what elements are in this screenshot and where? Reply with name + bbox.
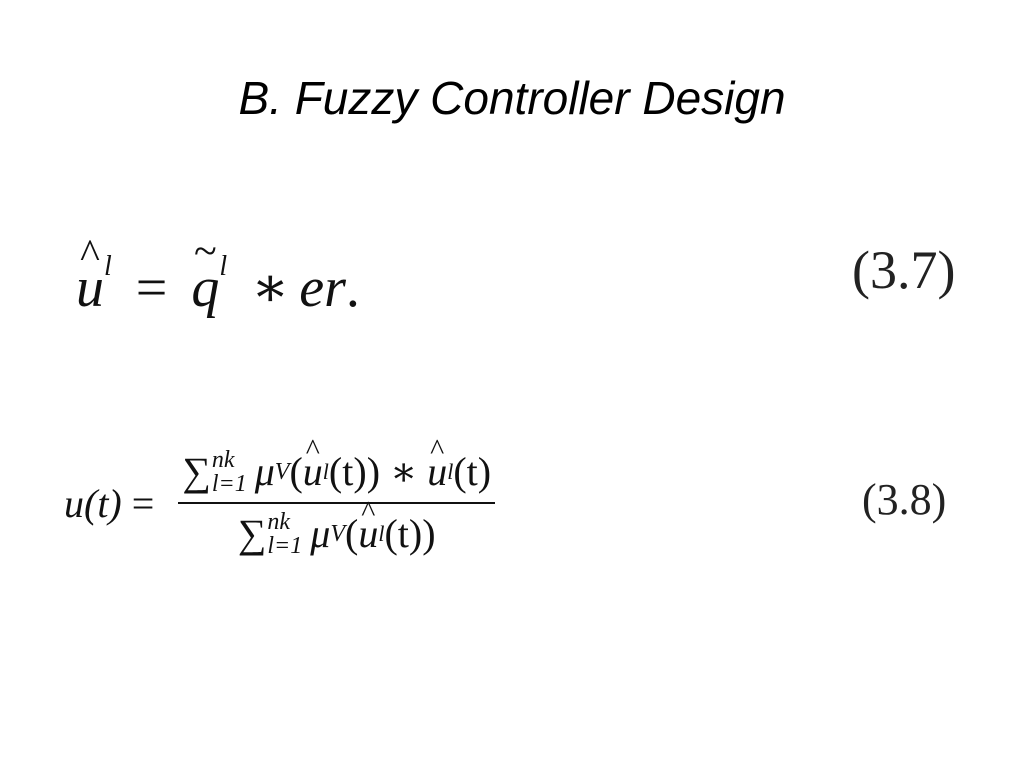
equals-sign: = [135, 256, 168, 319]
hat-accent: ^ [361, 495, 376, 529]
lower-limit: l=1 [267, 533, 303, 559]
close-paren: ) [422, 511, 436, 556]
q-tilde-l: ~q [191, 229, 220, 319]
lower-limit: l=1 [211, 471, 247, 497]
subscript-v: V [274, 459, 290, 485]
period: . [345, 256, 360, 319]
mu-symbol: μ [254, 449, 275, 494]
fraction-bar [178, 502, 496, 504]
close-paren: ) [366, 449, 381, 494]
open-paren: ( [289, 449, 303, 494]
sum-limits: nk l=1 [267, 510, 302, 558]
u-hat: ^u [427, 433, 448, 494]
sum-operator: ∑ nk l=1 [238, 504, 302, 564]
argument-t: (t) [453, 449, 492, 494]
u-hat: ^u [302, 433, 323, 494]
superscript-l: l [322, 459, 329, 484]
equation-number-3-8: (3.8) [862, 475, 947, 524]
tilde-accent: ~ [194, 229, 217, 276]
equals-sign: = [131, 480, 155, 526]
er-term: er [299, 256, 346, 319]
slide-title: B. Fuzzy Controller Design [238, 72, 786, 124]
open-paren: ( [345, 511, 359, 556]
upper-limit: nk [267, 509, 291, 535]
superscript-l: l [447, 459, 454, 484]
argument-t: (t) [328, 449, 367, 494]
equation-number-3-7: (3.7) [852, 240, 956, 300]
upper-limit: nk [211, 447, 235, 473]
argument-t: (t) [384, 511, 423, 556]
u-hat: ^u [358, 495, 379, 556]
u-of-t: u(t) [64, 480, 122, 526]
superscript-l: l [104, 251, 112, 282]
star-operator: ∗ [251, 256, 290, 319]
equation-3-7: ^ul = ~ql ∗er. [76, 222, 360, 333]
hat-accent: ^ [80, 231, 100, 278]
hat-accent: ^ [305, 433, 320, 467]
superscript-l: l [378, 521, 385, 546]
mu-symbol: μ [310, 511, 331, 556]
sum-operator: ∑ nk l=1 [182, 442, 246, 502]
star-operator: ∗ [390, 449, 418, 494]
sigma-symbol: ∑ [182, 449, 211, 494]
superscript-l: l [219, 251, 228, 282]
hat-accent: ^ [430, 433, 445, 467]
sum-limits: nk l=1 [212, 448, 247, 496]
u-hat-l: ^u [76, 231, 104, 319]
subscript-v: V [330, 521, 345, 547]
sigma-symbol: ∑ [237, 511, 267, 556]
